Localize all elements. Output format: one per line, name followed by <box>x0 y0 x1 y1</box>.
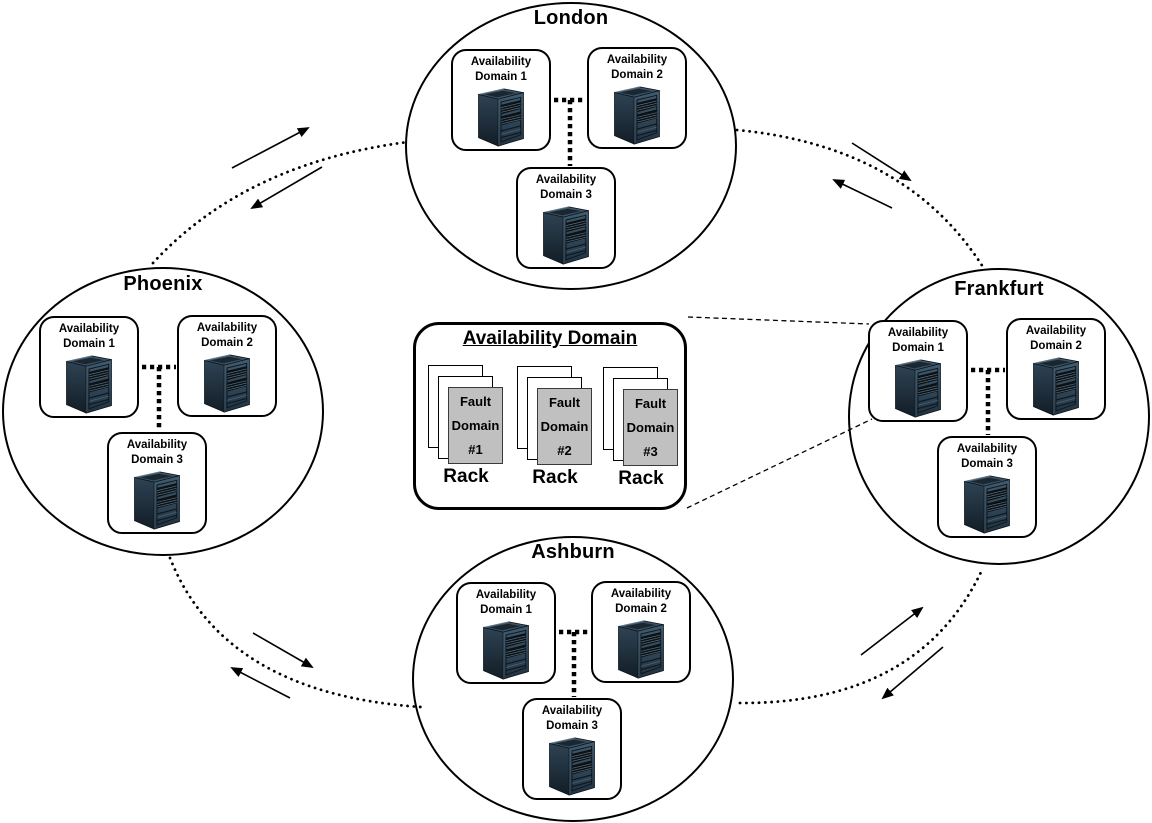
availability-domain-label: Availability Domain 2 <box>610 588 672 615</box>
replication-arc-phoenix-ashburn <box>168 556 423 709</box>
availability-domain-label: Availability Domain 1 <box>475 589 537 616</box>
ashburn-availability-domain-2-box: Availability Domain 2 <box>591 581 691 683</box>
server-rack-icon <box>892 358 944 418</box>
region-frankfurt: Frankfurt Availability Domain 1 Availabi… <box>848 268 1150 565</box>
availability-domain-label: Availability Domain 1 <box>470 56 532 83</box>
replication-arc-phoenix-london <box>151 140 410 265</box>
server-rack-icon <box>475 87 527 147</box>
replication-arc-london-frankfurt <box>735 128 985 269</box>
availability-domain-label: Availability Domain 2 <box>1025 325 1087 352</box>
rack-label: Rack <box>618 468 664 489</box>
arrow-ashburn-to-phoenix <box>230 667 291 699</box>
availability-domain-label: Availability Domain 1 <box>887 327 949 354</box>
server-rack-icon <box>615 619 667 679</box>
server-rack-icon <box>961 474 1013 534</box>
arrow-phoenix-to-london <box>231 127 310 169</box>
region-london: London Availability Domain 1 Availabilit… <box>405 2 737 290</box>
arrow-london-to-phoenix <box>250 166 323 210</box>
server-rack-icon <box>1030 356 1082 416</box>
detail-title: Availability Domain <box>462 328 638 349</box>
server-rack-icon <box>63 354 115 414</box>
availability-domain-label: Availability Domain 2 <box>196 322 258 349</box>
fault-domain-1-card: Fault Domain #1 <box>448 387 503 464</box>
frankfurt-availability-domain-1-box: Availability Domain 1 <box>868 320 968 422</box>
rack-label: Rack <box>532 467 578 488</box>
region-title-phoenix: Phoenix <box>123 273 203 295</box>
availability-domain-label: Availability Domain 1 <box>58 323 120 350</box>
arrow-phoenix-to-ashburn <box>252 632 314 668</box>
phoenix-availability-domain-3-box: Availability Domain 3 <box>107 432 207 534</box>
frankfurt-availability-domain-3-box: Availability Domain 3 <box>937 436 1037 538</box>
fault-domain-3-card: Fault Domain #3 <box>623 389 678 466</box>
region-ashburn: Ashburn Availability Domain 1 Availabili… <box>412 536 734 822</box>
region-title-ashburn: Ashburn <box>531 541 615 563</box>
arrow-ashburn-to-frankfurt <box>860 606 924 656</box>
london-availability-domain-1-box: Availability Domain 1 <box>451 49 551 151</box>
server-rack-icon <box>480 620 532 680</box>
region-title-frankfurt: Frankfurt <box>954 278 1044 300</box>
region-phoenix: Phoenix Availability Domain 1 Availabili… <box>2 267 324 556</box>
availability-domain-label: Availability Domain 2 <box>606 54 668 81</box>
availability-domain-label: Availability Domain 3 <box>956 443 1018 470</box>
london-availability-domain-2-box: Availability Domain 2 <box>587 47 687 149</box>
arrow-frankfurt-to-london <box>832 179 893 209</box>
arrow-frankfurt-to-ashburn <box>881 646 944 700</box>
fault-domain-2-card: Fault Domain #2 <box>537 388 592 465</box>
phoenix-availability-domain-2-box: Availability Domain 2 <box>177 315 277 417</box>
replication-arc-ashburn-frankfurt <box>738 568 984 705</box>
server-rack-icon <box>611 85 663 145</box>
ashburn-availability-domain-3-box: Availability Domain 3 <box>522 698 622 800</box>
phoenix-availability-domain-1-box: Availability Domain 1 <box>39 316 139 418</box>
availability-domain-label: Availability Domain 3 <box>126 439 188 466</box>
frankfurt-availability-domain-2-box: Availability Domain 2 <box>1006 318 1106 420</box>
server-rack-icon <box>540 205 592 265</box>
ashburn-availability-domain-1-box: Availability Domain 1 <box>456 582 556 684</box>
availability-domain-label: Availability Domain 3 <box>541 705 603 732</box>
fault-domain-1-stack: Fault Domain #1 Rack <box>428 365 504 493</box>
server-rack-icon <box>546 736 598 796</box>
detail-callout-line-top <box>687 316 870 325</box>
london-availability-domain-3-box: Availability Domain 3 <box>516 167 616 269</box>
availability-domain-label: Availability Domain 3 <box>535 174 597 201</box>
server-rack-icon <box>131 470 183 530</box>
availability-domain-detail-box: Availability Domain Fault Domain #1 Rack… <box>413 322 687 510</box>
rack-label: Rack <box>443 466 489 487</box>
server-rack-icon <box>201 353 253 413</box>
detail-callout-line-bottom <box>686 418 873 509</box>
fault-domain-2-stack: Fault Domain #2 Rack <box>517 366 593 494</box>
fault-domain-3-stack: Fault Domain #3 Rack <box>603 367 679 495</box>
arrow-london-to-frankfurt <box>851 142 912 182</box>
region-title-london: London <box>533 7 609 29</box>
